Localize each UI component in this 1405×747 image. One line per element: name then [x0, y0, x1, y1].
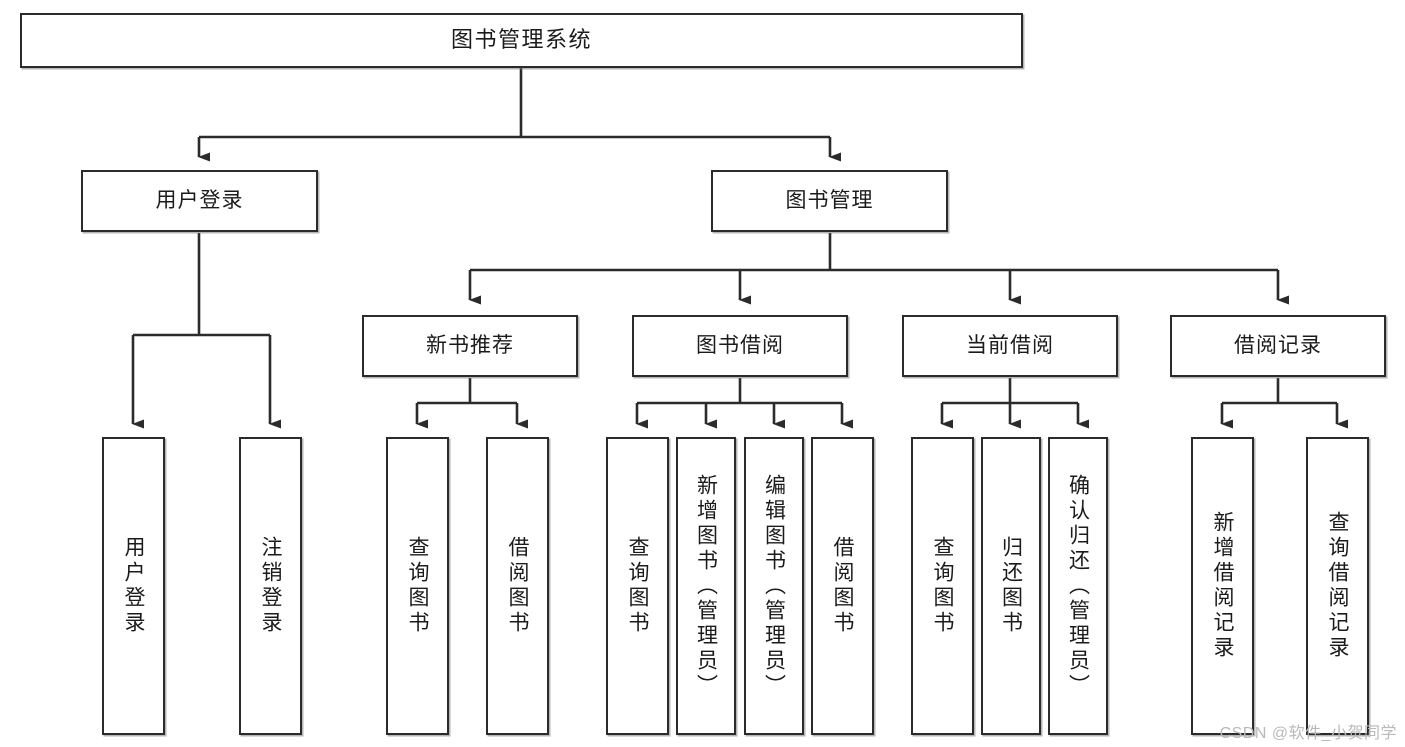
node-leaf-query-book-current[interactable]: 查询图书	[911, 437, 974, 735]
node-label: 图书借阅	[696, 334, 784, 358]
node-label: 借阅图书	[831, 536, 854, 636]
node-label: 图书管理	[785, 189, 874, 213]
node-label: 借阅图书	[506, 536, 529, 636]
node-label: 注销登录	[259, 536, 282, 636]
node-label: 确认归还（管理员）	[1066, 473, 1090, 699]
node-root-book-management-system[interactable]: 图书管理系统	[20, 13, 1023, 68]
node-leaf-query-book-recommend[interactable]: 查询图书	[386, 437, 449, 735]
node-leaf-user-logout[interactable]: 注销登录	[239, 437, 302, 735]
node-user-login[interactable]: 用户登录	[81, 170, 318, 232]
node-label: 归还图书	[999, 536, 1023, 636]
node-label: 借阅记录	[1234, 334, 1322, 358]
node-label: 查询图书	[626, 536, 649, 636]
node-label: 查询借阅记录	[1326, 511, 1349, 661]
node-book-borrow[interactable]: 图书借阅	[632, 315, 848, 377]
node-label: 查询图书	[931, 536, 954, 636]
node-leaf-borrow-book-recommend[interactable]: 借阅图书	[486, 437, 549, 735]
node-current-borrow[interactable]: 当前借阅	[902, 315, 1118, 377]
node-leaf-query-book-borrow[interactable]: 查询图书	[606, 437, 669, 735]
node-book-management[interactable]: 图书管理	[711, 170, 948, 232]
node-label: 用户登录	[155, 189, 244, 213]
node-label: 图书管理系统	[450, 27, 592, 53]
node-leaf-query-borrow-record[interactable]: 查询借阅记录	[1306, 437, 1369, 735]
node-leaf-return-book[interactable]: 归还图书	[981, 437, 1041, 735]
node-label: 当前借阅	[966, 334, 1054, 358]
node-label: 编辑图书（管理员）	[762, 473, 786, 699]
node-leaf-edit-book-admin[interactable]: 编辑图书（管理员）	[744, 437, 804, 735]
node-leaf-add-book-admin[interactable]: 新增图书（管理员）	[676, 437, 736, 735]
node-leaf-borrow-book[interactable]: 借阅图书	[811, 437, 874, 735]
node-label: 查询图书	[406, 536, 429, 636]
node-leaf-add-borrow-record[interactable]: 新增借阅记录	[1191, 437, 1254, 735]
node-new-book-recommend[interactable]: 新书推荐	[362, 315, 578, 377]
node-leaf-user-login[interactable]: 用户登录	[102, 437, 165, 735]
node-label: 新书推荐	[426, 334, 514, 358]
node-label: 用户登录	[122, 536, 145, 636]
node-borrow-record[interactable]: 借阅记录	[1170, 315, 1386, 377]
node-label: 新增图书（管理员）	[694, 473, 718, 699]
node-leaf-confirm-return-admin[interactable]: 确认归还（管理员）	[1048, 437, 1108, 735]
node-label: 新增借阅记录	[1211, 511, 1234, 661]
watermark-csdn: CSDN @软件_小贺同学	[1219, 725, 1397, 742]
